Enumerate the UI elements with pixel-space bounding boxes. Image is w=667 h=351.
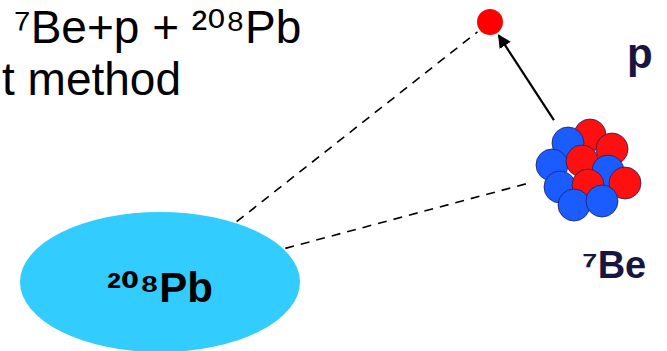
lead-ellipse bbox=[20, 212, 300, 351]
particle-label: ²⁰⁸Pb bbox=[107, 265, 213, 311]
proton-particle: p bbox=[477, 9, 503, 35]
proton-dot bbox=[477, 9, 503, 35]
cluster-shape bbox=[530, 113, 640, 223]
neutron-ball bbox=[558, 189, 590, 221]
method-heading: t method bbox=[0, 54, 183, 105]
motion-arrow bbox=[499, 35, 554, 120]
neutron-ball bbox=[586, 185, 618, 217]
particle-label: p bbox=[627, 31, 653, 77]
dot-shape bbox=[477, 9, 503, 35]
reaction-heading: ⁷Be+p + ²⁰⁸Pb bbox=[12, 2, 303, 53]
lead-nucleus: ²⁰⁸Pb bbox=[20, 212, 300, 351]
dashed-line bbox=[237, 32, 478, 222]
particle-label: ⁷Be bbox=[582, 245, 646, 287]
dashed-line bbox=[285, 183, 529, 248]
beryllium-nucleus: ⁷Be bbox=[530, 113, 640, 223]
